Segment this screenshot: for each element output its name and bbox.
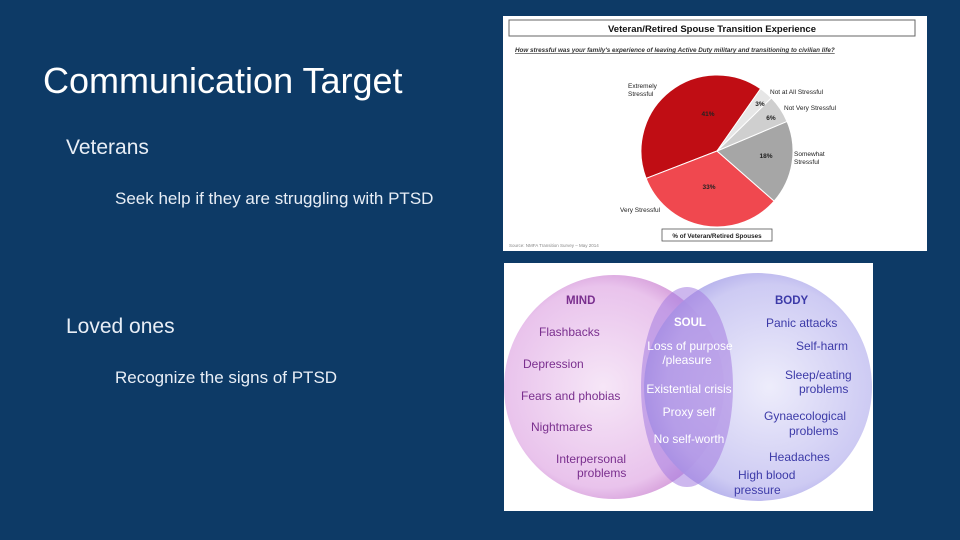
- slice-somewhat-stressful: [716, 120, 794, 202]
- soul-item: Proxy self: [663, 405, 716, 419]
- pie-chart-svg: Veteran/Retired Spouse Transition Experi…: [508, 19, 916, 248]
- body-item: problems: [789, 424, 838, 438]
- body-item: Gynaecological: [764, 409, 846, 423]
- value-label-not-very: 6%: [766, 115, 776, 122]
- label-somewhat-stressful-1: Somewhat: [794, 151, 825, 158]
- soul-item: /pleasure: [662, 353, 712, 367]
- label-somewhat-stressful-2: Stressful: [794, 159, 820, 166]
- mind-title: MIND: [566, 295, 595, 307]
- mind-item: Depression: [523, 357, 584, 371]
- slice-not-at-all-stressful: [716, 88, 773, 152]
- soul-overlap: [641, 287, 733, 487]
- venn-diagram-svg: MIND Flashbacks Depression Fears and pho…: [504, 273, 872, 501]
- section-detail-loved-ones: Recognize the signs of PTSD: [115, 368, 338, 387]
- value-label-not-at-all: 3%: [755, 101, 765, 108]
- value-label-very: 33%: [702, 184, 715, 191]
- body-item: pressure: [734, 483, 781, 497]
- section-detail-veterans: Seek help if they are struggling with PT…: [115, 189, 434, 208]
- body-item: Panic attacks: [766, 316, 837, 330]
- pie-slices: [640, 74, 794, 228]
- chart-question: How stressful was your family's experien…: [515, 47, 835, 54]
- soul-item: Loss of purpose: [647, 339, 733, 353]
- mind-item: Nightmares: [531, 420, 592, 434]
- soul-title: SOUL: [674, 317, 706, 329]
- mind-item: problems: [577, 466, 626, 480]
- body-item: Headaches: [769, 450, 830, 464]
- pie-chart-figure: Veteran/Retired Spouse Transition Experi…: [503, 16, 927, 251]
- body-item: Self-harm: [796, 339, 848, 353]
- label-not-very-stressful: Not Very Stressful: [784, 105, 837, 112]
- chart-title: Veteran/Retired Spouse Transition Experi…: [608, 24, 816, 35]
- label-extremely-stressful-1: Extremely: [628, 83, 658, 90]
- chart-source: Source: NMFA Transition Survey – May 201…: [509, 243, 599, 248]
- chart-legend: % of Veteran/Retired Spouses: [672, 233, 762, 240]
- soul-item: No self-worth: [654, 432, 725, 446]
- body-item: Sleep/eating: [785, 368, 852, 382]
- chart-title-box: [508, 19, 916, 37]
- slide-title: Communication Target: [43, 60, 403, 101]
- value-label-somewhat: 18%: [759, 153, 772, 160]
- chart-legend-box: [661, 228, 773, 242]
- label-extremely-stressful-2: Stressful: [628, 91, 654, 98]
- body-item: High blood: [738, 468, 795, 482]
- soul-item: Existential crisis: [646, 382, 731, 396]
- mind-item: Fears and phobias: [521, 389, 620, 403]
- venn-diagram-figure: MIND Flashbacks Depression Fears and pho…: [504, 263, 873, 511]
- label-not-at-all-stressful: Not at All Stressful: [770, 89, 824, 96]
- value-label-extremely: 41%: [701, 111, 714, 118]
- section-heading-loved-ones: Loved ones: [66, 315, 175, 338]
- body-item: problems: [799, 382, 848, 396]
- slice-very-stressful: [645, 150, 775, 228]
- mind-item: Flashbacks: [539, 325, 600, 339]
- body-title: BODY: [775, 295, 809, 307]
- label-very-stressful: Very Stressful: [620, 207, 661, 214]
- mind-item: Interpersonal: [556, 452, 626, 466]
- slice-extremely-stressful: [640, 74, 762, 180]
- section-heading-veterans: Veterans: [66, 136, 149, 159]
